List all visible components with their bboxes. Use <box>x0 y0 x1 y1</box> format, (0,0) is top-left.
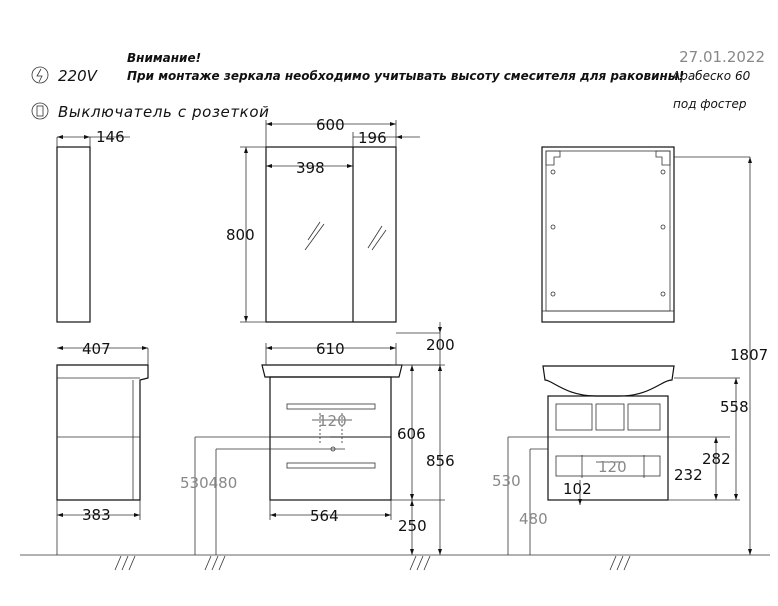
attention-title: Внимание! <box>127 51 201 65</box>
model-note: под фостер <box>673 97 747 111</box>
attention-text: При монтаже зеркала необходимо учитывать… <box>127 69 684 83</box>
dim-1807: 1807 <box>730 346 768 364</box>
dim-mirror-height: 800 <box>226 226 255 244</box>
dim-200: 200 <box>426 336 455 354</box>
back-view <box>507 146 752 555</box>
dim-606: 606 <box>397 425 426 443</box>
dim-back-530: 530 <box>492 472 521 490</box>
model-label: Арабеско 60 <box>671 69 751 83</box>
side-view <box>56 135 149 555</box>
dim-vanity-depth-bottom: 383 <box>82 506 111 524</box>
dim-top-width: 610 <box>316 340 345 358</box>
dim-530-480: 530480 <box>180 474 237 492</box>
dim-vanity-depth-top: 407 <box>82 340 111 358</box>
switch-socket-icon <box>31 102 49 120</box>
dim-250: 250 <box>398 517 427 535</box>
dim-handle: 120 <box>318 412 347 430</box>
dim-mirror-side: 196 <box>358 129 387 147</box>
dim-564: 564 <box>310 507 339 525</box>
power-label: 220V <box>58 67 99 85</box>
dim-mirror-depth: 146 <box>96 128 125 146</box>
dim-282: 282 <box>702 450 731 468</box>
dim-mirror-width: 600 <box>316 116 345 134</box>
dim-232: 232 <box>674 466 703 484</box>
front-view <box>194 120 445 555</box>
date-label: 27.01.2022 <box>679 48 765 66</box>
dim-558: 558 <box>720 398 749 416</box>
switch-label: Выключатель с розеткой <box>58 103 269 121</box>
power-icon <box>31 66 49 84</box>
dim-back-480: 480 <box>519 510 548 528</box>
dim-856: 856 <box>426 452 455 470</box>
dim-mirror-door: 398 <box>296 159 325 177</box>
dim-back-120: 120 <box>598 458 627 476</box>
dim-102: 102 <box>563 480 592 498</box>
floor-line <box>20 554 770 571</box>
